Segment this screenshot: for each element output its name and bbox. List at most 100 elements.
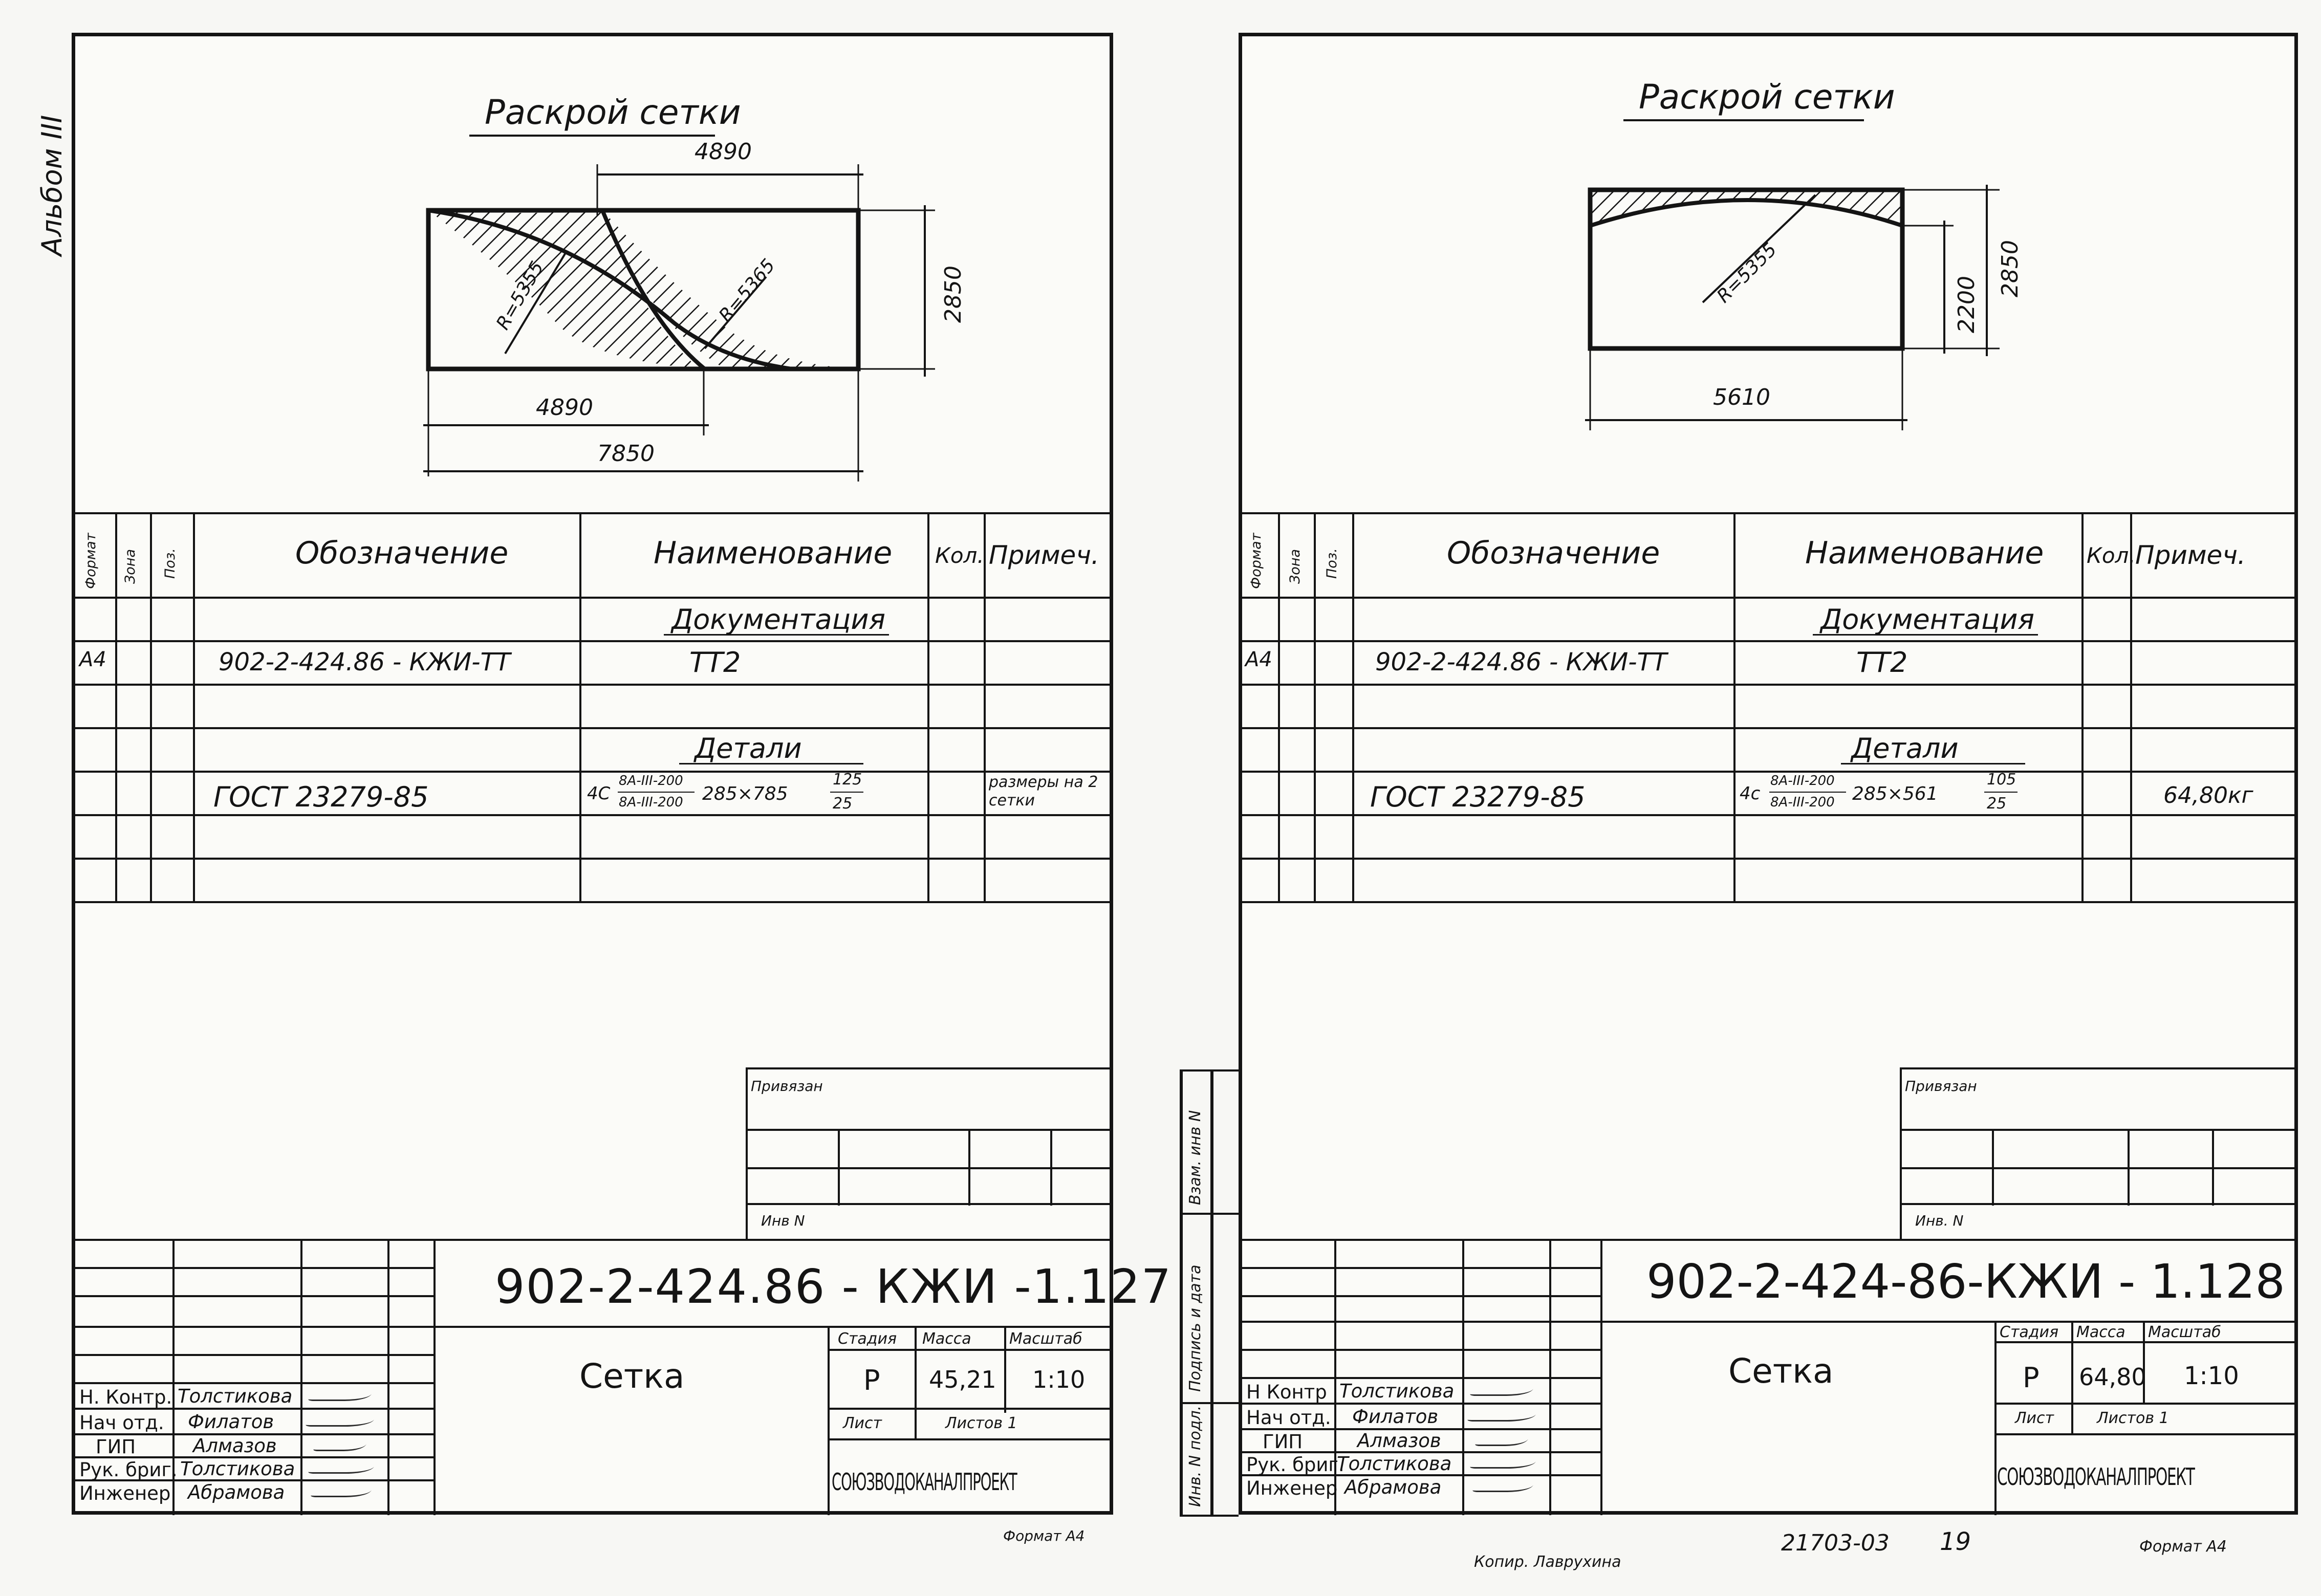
stage-label: Стадия [2000, 1323, 2059, 1341]
scale-label: Масштаб [1009, 1330, 1082, 1348]
binding-label: Привязан [751, 1078, 823, 1095]
section-docs: Документация [1820, 603, 2034, 636]
header-designation: Обозначение [1447, 535, 1660, 571]
sheet-label: Лист [2015, 1409, 2054, 1427]
scale-label: Масштаб [2148, 1323, 2221, 1341]
drawing-name: Сетка [579, 1357, 685, 1396]
header-pos: Поз. [1324, 548, 1340, 579]
signature-5 [1472, 1474, 1537, 1492]
signature-4 [1469, 1451, 1539, 1469]
header-format: Формат [83, 533, 99, 589]
part-prefix: 4с [1740, 783, 1761, 804]
header-zone: Зона [122, 549, 138, 584]
part-frac-num: 105 [1987, 771, 2016, 789]
role-2: Нач отд. [1246, 1407, 1331, 1429]
part-frac-num: 125 [833, 771, 862, 789]
header-qty: Кол. [935, 543, 984, 568]
part-rebar-den: 8А-III-200 [619, 795, 683, 810]
header-format: Формат [1248, 533, 1264, 589]
part-designation: ГОСТ 23279-85 [1370, 781, 1586, 813]
person-1: Толстикова [1339, 1380, 1455, 1402]
dim-height-inner: 2200 [1954, 276, 1980, 333]
signature-3 [1474, 1428, 1532, 1446]
title-block: 902-2-424-86-КЖИ - 1.128 Сетка Стадия Ма… [1242, 1239, 2294, 1515]
doc-designation: 902-2-424.86 - КЖИ-ТТ [1375, 648, 1667, 676]
person-2: Филатов [1352, 1406, 1439, 1428]
part-frac-den: 25 [1987, 795, 2007, 813]
person-1: Толстикова [178, 1385, 293, 1407]
part-rebar-num: 8А-III-200 [1770, 773, 1835, 789]
role-1: Н Контр [1246, 1381, 1327, 1403]
doc-format: А4 [1245, 648, 1272, 671]
organization: СОЮЗВОДОКАНАЛПРОЕКТ [832, 1468, 1017, 1496]
signature-2 [305, 1409, 378, 1427]
dim-top: 4890 [695, 139, 752, 165]
dim-height: 2850 [940, 266, 966, 323]
drawing-code: 902-2-424-86-КЖИ - 1.128 [1646, 1254, 2285, 1309]
role-3: ГИП [1263, 1431, 1303, 1453]
dim-bottom-b: 7850 [597, 441, 655, 467]
person-3: Алмазов [1357, 1430, 1441, 1452]
part-size: 285×561 [1852, 783, 1938, 804]
header-name: Наименование [1805, 535, 2044, 571]
sheets-label: Листов 1 [2097, 1409, 2169, 1427]
copier-credit: Копир. Лаврухина [1474, 1553, 1621, 1571]
mesh-cut-drawing [1585, 185, 2000, 430]
signature-1 [1469, 1378, 1537, 1396]
signature-2 [1467, 1404, 1539, 1422]
strip-replace-inv: Взам. инв N [1186, 1110, 1204, 1205]
stage-value: Р [863, 1364, 880, 1396]
part-rebar-num: 8А-III-200 [619, 773, 683, 789]
role-1: Н. Контр. [79, 1386, 172, 1408]
binding-block: Привязан Инв. N [1900, 1067, 2294, 1239]
part-frac-den: 25 [833, 795, 853, 813]
stage-label: Стадия [838, 1330, 897, 1348]
doc-designation: 902-2-424.86 - КЖИ-ТТ [219, 648, 511, 676]
drawing-sheet-1: Раскрой сетки [72, 33, 1171, 1515]
role-5: Инженер [1246, 1477, 1338, 1499]
part-prefix: 4С [587, 783, 611, 804]
role-4: Рук. бриг. [79, 1459, 178, 1481]
role-4: Рук. бриг. [1246, 1454, 1344, 1476]
dim-height-outer: 2850 [1997, 240, 2023, 297]
format-label-2: Формат А4 [2139, 1538, 2227, 1556]
drawing-name: Сетка [1728, 1351, 1834, 1391]
sheet-label: Лист [843, 1414, 882, 1432]
person-3: Алмазов [193, 1435, 277, 1457]
mass-label: Масса [922, 1330, 971, 1348]
cutting-title: Раскрой сетки [485, 93, 741, 132]
scale-value: 1:10 [1032, 1366, 1086, 1393]
section-parts: Детали [695, 732, 802, 764]
section-parts: Детали [1851, 732, 1959, 764]
dim-bottom-a: 4890 [536, 395, 593, 421]
doc-name: ТТ2 [689, 646, 741, 679]
person-2: Филатов [188, 1411, 274, 1433]
binding-inv: Инв N [761, 1212, 805, 1229]
sheets-label: Листов 1 [945, 1414, 1017, 1432]
signature-1 [308, 1383, 375, 1401]
mesh-cut-drawing [423, 164, 935, 482]
part-note: 64,80кг [2163, 782, 2253, 808]
header-note: Примеч. [2135, 540, 2246, 570]
format-label-1: Формат А4 [1003, 1527, 1085, 1544]
person-4: Толстикова [180, 1458, 295, 1480]
spec-table: Формат Зона Поз. Обозначение Наименовани… [1242, 512, 2294, 942]
signature-5 [310, 1479, 375, 1497]
person-5: Абрамова [188, 1481, 285, 1503]
mass-value: 45,21 [929, 1366, 996, 1393]
scale-value: 1:10 [2184, 1362, 2239, 1390]
part-note: размеры на 2 сетки [989, 773, 1098, 810]
part-rebar-den: 8А-III-200 [1770, 795, 1835, 810]
role-2: Нач отд. [79, 1412, 164, 1434]
doc-name: ТТ2 [1856, 646, 1908, 679]
mass-value: 64,80 [2079, 1363, 2146, 1391]
page-number: 19 [1940, 1527, 1971, 1556]
strip-inv-original: Инв. N подл. [1186, 1405, 1204, 1507]
binding-block: Привязан Инв N [746, 1067, 1110, 1239]
person-5: Абрамова [1344, 1476, 1442, 1498]
header-qty: Кол. [2087, 543, 2136, 568]
spec-table: Формат Зона Поз. Обозначение Наименовани… [75, 512, 1110, 942]
part-size: 285×785 [702, 783, 788, 804]
dim-width: 5610 [1713, 384, 1770, 410]
header-designation: Обозначение [295, 535, 509, 571]
